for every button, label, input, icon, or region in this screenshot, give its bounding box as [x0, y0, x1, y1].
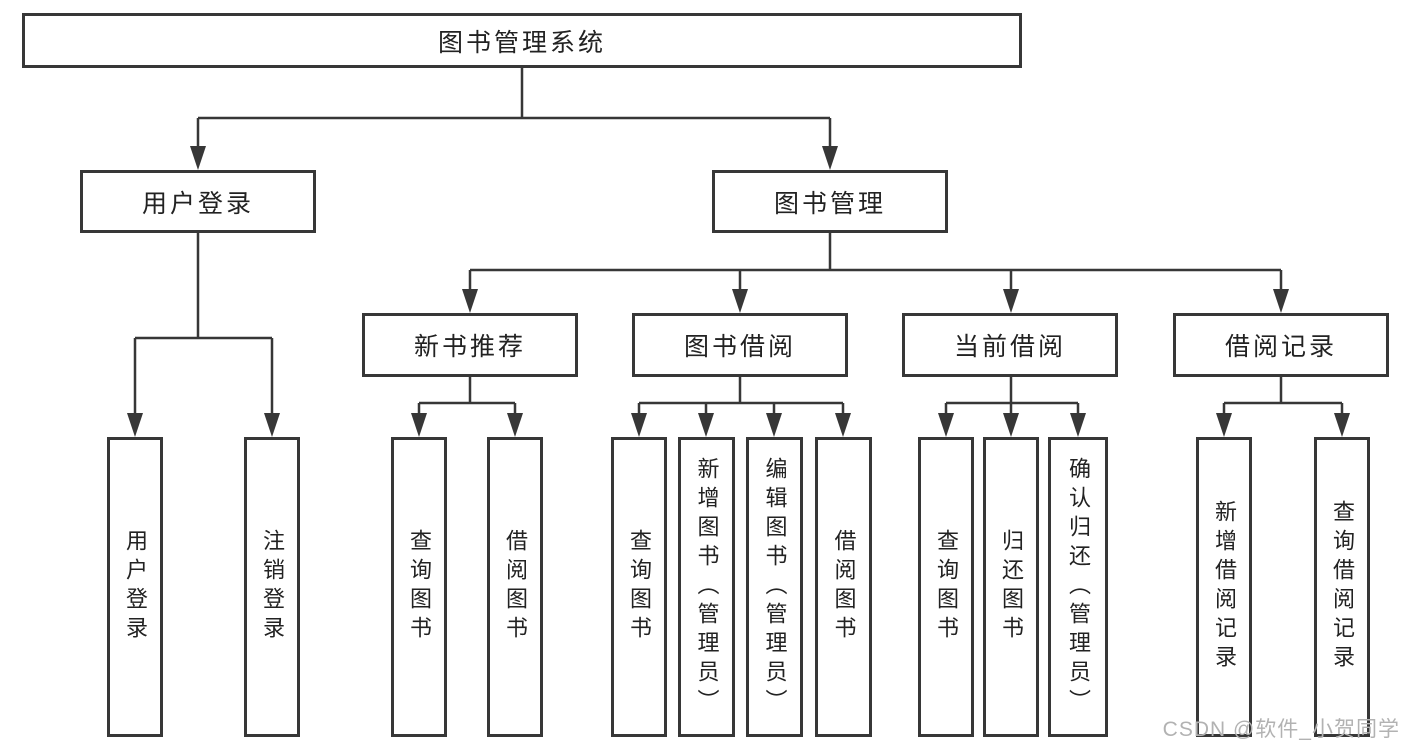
csdn-watermark: CSDN @软件_小贺同学 — [1162, 718, 1400, 741]
node-new-book-recommend: 新书推荐 — [362, 313, 578, 377]
node-user-login: 用户登录 — [80, 170, 316, 233]
node-label: 当前借阅 — [953, 333, 1066, 361]
node-borrow-records: 借阅记录 — [1173, 313, 1389, 377]
node-label: 借阅记录 — [1224, 333, 1337, 361]
node-book-management: 图书管理 — [712, 170, 948, 233]
node-book-borrow: 图书借阅 — [632, 313, 848, 377]
node-library-system: 图书管理系统 — [22, 13, 1022, 68]
node-label: 注销登录 — [260, 529, 285, 645]
node-label: 编辑图书（管理员） — [762, 456, 788, 718]
node-label: 用户登录 — [141, 189, 254, 218]
leaf-query-books-recommend: 查询图书 — [391, 437, 447, 737]
leaf-borrow-books-recommend: 借阅图书 — [487, 437, 543, 737]
leaf-query-borrow-record: 查询借阅记录 — [1314, 437, 1370, 737]
node-label: 查询借阅记录 — [1330, 500, 1355, 674]
leaf-return-book: 归还图书 — [983, 437, 1039, 737]
node-label: 图书管理系统 — [437, 28, 606, 57]
leaf-edit-book-admin: 编辑图书（管理员） — [746, 437, 803, 737]
node-label: 确认归还（管理员） — [1066, 456, 1091, 718]
node-label: 借阅图书 — [831, 529, 857, 645]
leaf-user-login: 用户登录 — [107, 437, 163, 737]
leaf-confirm-return-admin: 确认归还（管理员） — [1048, 437, 1108, 737]
node-label: 查询图书 — [934, 529, 959, 645]
node-label: 用户登录 — [123, 529, 148, 645]
leaf-query-books-borrow: 查询图书 — [611, 437, 667, 737]
tree-arrowheads — [127, 146, 1350, 437]
leaf-add-borrow-record: 新增借阅记录 — [1196, 437, 1252, 737]
leaf-query-books-current: 查询图书 — [918, 437, 974, 737]
node-label: 查询图书 — [627, 529, 652, 645]
node-label: 新增图书（管理员） — [694, 456, 720, 718]
node-label: 新增借阅记录 — [1212, 500, 1237, 674]
node-label: 借阅图书 — [503, 529, 528, 645]
node-label: 归还图书 — [999, 529, 1024, 645]
leaf-borrow-books-borrow: 借阅图书 — [815, 437, 872, 737]
node-current-borrow: 当前借阅 — [902, 313, 1118, 377]
node-label: 新书推荐 — [413, 333, 526, 361]
node-label: 图书管理 — [773, 189, 886, 218]
leaf-add-book-admin: 新增图书（管理员） — [678, 437, 735, 737]
node-label: 查询图书 — [407, 529, 432, 645]
tree-edge-lines — [133, 68, 1344, 416]
leaf-logout: 注销登录 — [244, 437, 300, 737]
node-label: 图书借阅 — [683, 333, 796, 361]
